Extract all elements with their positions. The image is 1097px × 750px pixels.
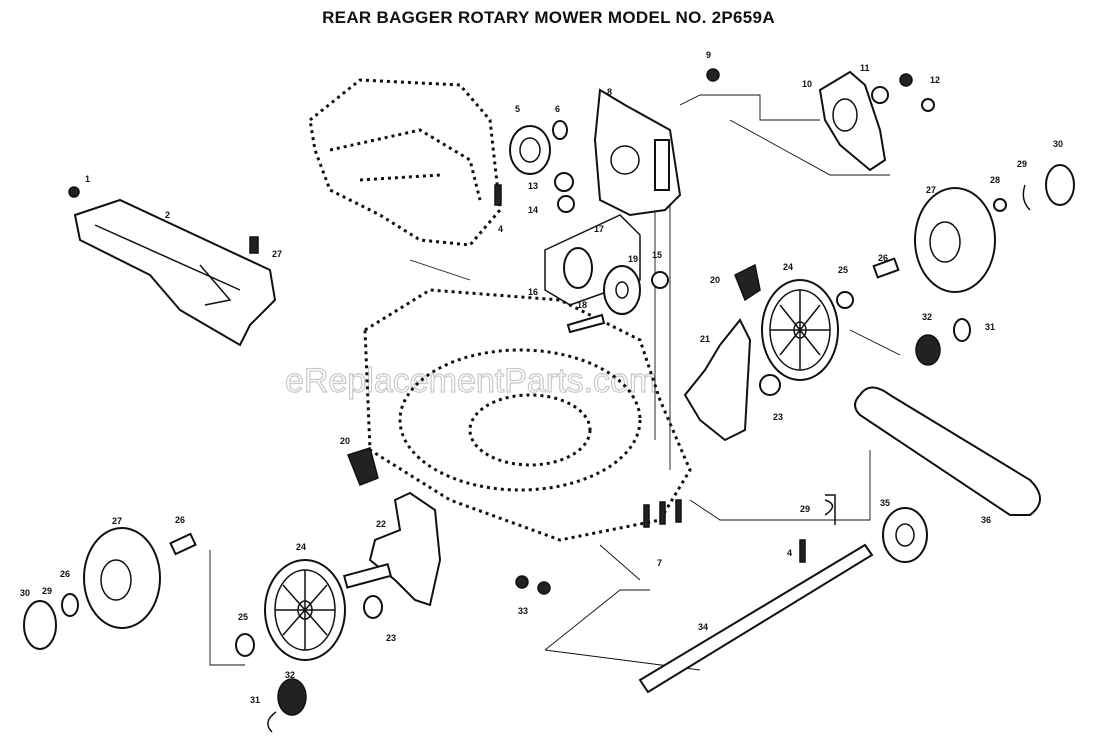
diagram-title: REAR BAGGER ROTARY MOWER MODEL NO. 2P659… [322, 8, 775, 27]
callout-label: 20 [340, 436, 350, 446]
callout-label: 27 [112, 516, 122, 526]
callout-label: 35 [880, 498, 890, 508]
callout-label: 17 [594, 224, 604, 234]
bracket-right [683, 318, 781, 442]
rear-axle [638, 494, 928, 694]
callout-label: 34 [698, 622, 708, 632]
callout-label: 26 [175, 515, 185, 525]
callout-label: 23 [386, 633, 396, 643]
callout-labels: 1 2 27 4 5 6 8 9 10 11 12 13 14 17 15 16… [20, 50, 1063, 705]
callout-label: 24 [783, 262, 793, 272]
callout-label: 36 [981, 515, 991, 525]
callout-label: 16 [528, 287, 538, 297]
callout-label: 25 [838, 265, 848, 275]
callout-label: 4 [787, 548, 792, 558]
bracket-plate [593, 88, 682, 217]
drive-wheel-right [734, 257, 900, 381]
callout-label: 15 [652, 250, 662, 260]
callout-label: 28 [990, 175, 1000, 185]
callout-label: 19 [628, 254, 638, 264]
rear-cover [68, 186, 277, 347]
callout-label: 13 [528, 181, 538, 191]
bolts-and-nuts [515, 499, 682, 595]
callout-label: 27 [272, 249, 282, 259]
bracket-left [342, 491, 442, 607]
callout-label: 8 [607, 87, 612, 97]
assembly-guide-lines [209, 94, 901, 671]
callout-label: 33 [518, 606, 528, 616]
wheel-right [914, 164, 1075, 293]
watermark: eReplacementParts.com [285, 362, 657, 400]
callout-label: 5 [515, 104, 520, 114]
wheel-left [23, 527, 197, 650]
pulley-assembly-top [494, 68, 720, 213]
drive-belt [854, 386, 1041, 516]
callout-label: 24 [296, 542, 306, 552]
callout-label: 4 [498, 224, 503, 234]
callout-label: 26 [878, 253, 888, 263]
callout-label: 18 [577, 300, 587, 310]
drive-panel [544, 214, 669, 334]
callout-label: 30 [20, 588, 30, 598]
engine-outline [308, 78, 502, 247]
callout-label: 21 [700, 334, 710, 344]
callout-label: 32 [285, 670, 295, 680]
callout-label: 27 [926, 185, 936, 195]
callout-label: 31 [985, 322, 995, 332]
callout-label: 26 [60, 569, 70, 579]
upper-bracket [818, 70, 935, 172]
callout-label: 23 [773, 412, 783, 422]
bolt-27 [249, 236, 259, 254]
gear-left [267, 678, 307, 733]
callout-label: 20 [710, 275, 720, 285]
wear-pad-left [347, 447, 379, 486]
callout-label: 32 [922, 312, 932, 322]
callout-label: 10 [802, 79, 812, 89]
callout-label: 7 [657, 558, 662, 568]
callout-label: 6 [555, 104, 560, 114]
callout-label: 29 [1017, 159, 1027, 169]
callout-label: 31 [250, 695, 260, 705]
screw-1 [68, 186, 80, 198]
callout-label: 11 [860, 63, 870, 73]
callout-label: 29 [800, 504, 810, 514]
callout-label: 30 [1053, 139, 1063, 149]
callout-label: 12 [930, 75, 940, 85]
callout-label: 29 [42, 586, 52, 596]
callout-label: 14 [528, 205, 538, 215]
callout-label: 25 [238, 612, 248, 622]
callout-label: 9 [706, 50, 711, 60]
callout-label: 22 [376, 519, 386, 529]
drive-wheel-left [235, 559, 383, 661]
callout-label: 1 [85, 174, 90, 184]
mower-deck-outline [363, 288, 692, 542]
callout-label: 2 [165, 210, 170, 220]
gear-right [915, 318, 971, 366]
